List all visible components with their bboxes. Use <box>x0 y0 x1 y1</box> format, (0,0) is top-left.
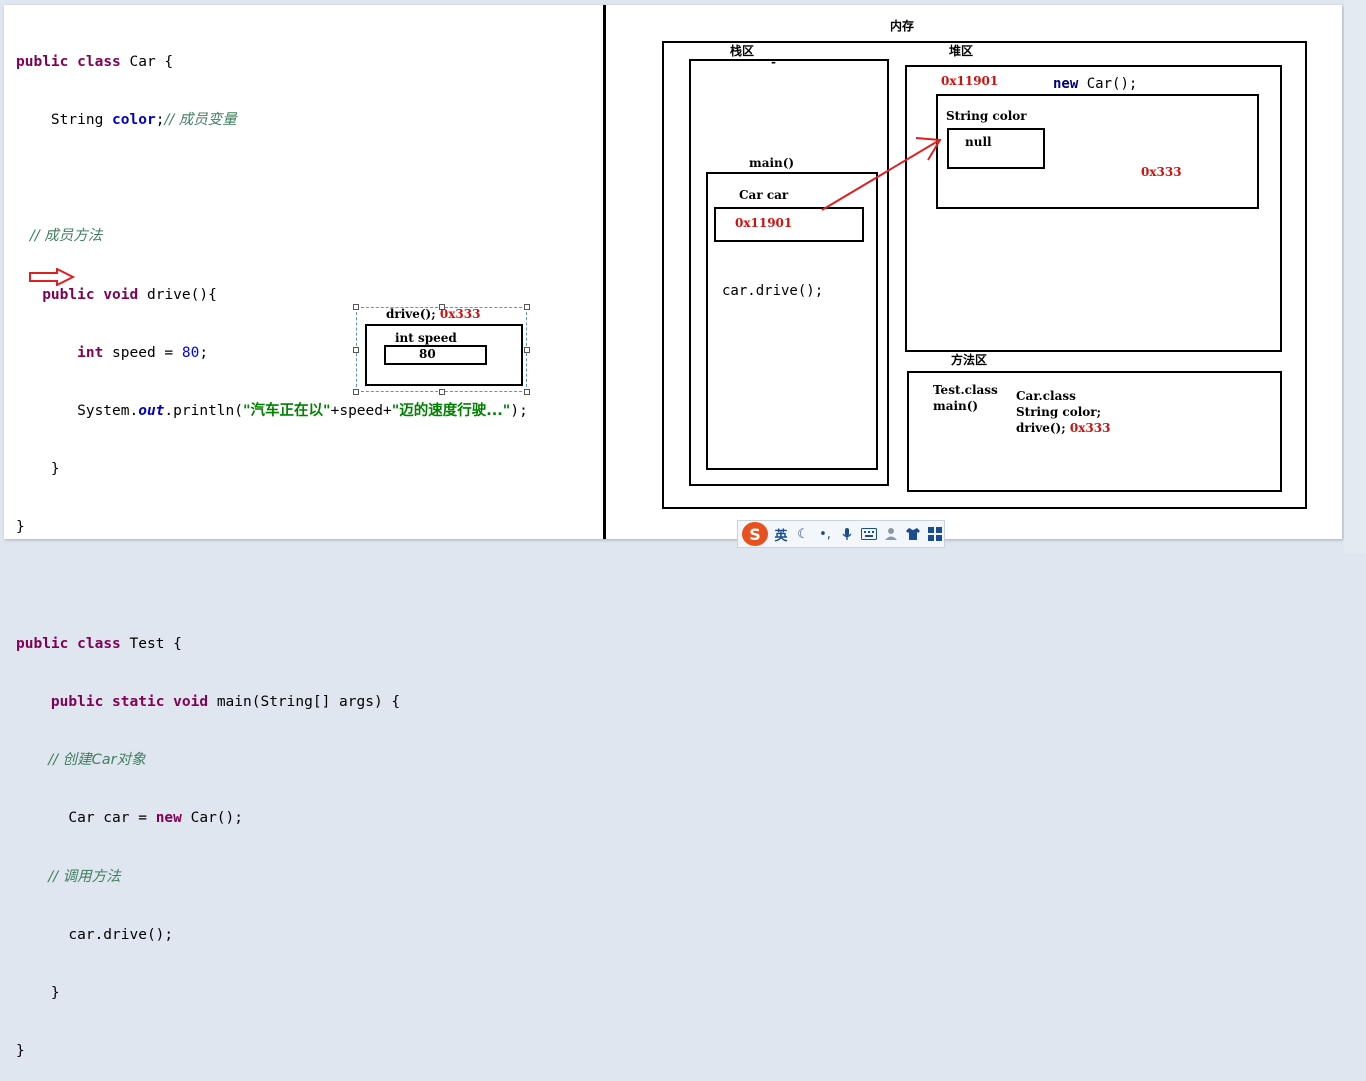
moon-icon[interactable]: ☾ <box>797 526 809 542</box>
stack-dash: - <box>771 55 776 69</box>
code-line: car.drive(); <box>16 926 174 943</box>
heap-box <box>905 65 1282 352</box>
code-line: // 创建Car对象 <box>16 752 146 769</box>
ime-language-toggle[interactable]: 英 <box>774 528 788 544</box>
code-line: public class Car { <box>16 53 174 70</box>
main-frame-box <box>706 172 878 470</box>
window-edge <box>1344 0 1366 553</box>
car-class-label: Car.class <box>1016 389 1076 403</box>
color-value: null <box>965 135 992 149</box>
code-line: // 成员方法 <box>16 228 103 245</box>
heap-new-car: new Car(); <box>1053 76 1138 92</box>
stack-title: 栈区 <box>730 44 755 58</box>
selection-handle[interactable] <box>353 389 359 395</box>
heap-method-address: 0x333 <box>1141 165 1182 179</box>
code-line: } <box>16 461 60 478</box>
test-main-label: main() <box>933 399 979 413</box>
speed-value-box <box>384 345 487 365</box>
selection-handle[interactable] <box>439 389 445 395</box>
code-listing: public class Car { String color;// 成员变量 … <box>16 14 528 1081</box>
selection-handle[interactable] <box>353 347 359 353</box>
drive-frame-box <box>365 324 523 386</box>
user-icon[interactable] <box>882 525 900 543</box>
stack-drive-call: car.drive(); <box>722 283 824 299</box>
apps-grid-icon[interactable] <box>926 525 944 543</box>
selection-handle[interactable] <box>524 347 530 353</box>
code-line: public class Test { <box>16 635 182 652</box>
selection-handle[interactable] <box>524 389 530 395</box>
main-frame-label: main() <box>749 156 795 170</box>
drive-frame-label: drive(); 0x333 <box>386 307 481 321</box>
code-line <box>16 169 528 188</box>
method-area-title: 方法区 <box>951 353 988 367</box>
memory-title: 内存 <box>890 19 915 33</box>
car-var-label: Car car <box>739 188 789 202</box>
code-line: public static void main(String[] args) { <box>50 694 401 711</box>
speed-value: 80 <box>419 347 436 361</box>
reference-arrow-icon <box>821 137 942 211</box>
heap-object-address: 0x11901 <box>941 74 999 88</box>
code-line <box>16 577 528 596</box>
hollow-arrow-icon <box>29 268 75 286</box>
drive-frame-address: 0x333 <box>439 307 481 321</box>
keyboard-icon[interactable] <box>860 525 878 543</box>
microphone-icon[interactable] <box>838 525 856 543</box>
selection-handle[interactable] <box>353 304 359 310</box>
punctuation-icon[interactable]: •, <box>819 526 831 542</box>
code-line: } <box>16 1043 25 1060</box>
code-line: int speed = 80; <box>77 344 209 361</box>
color-value-box <box>947 128 1045 169</box>
code-line: Car car = new Car(); <box>16 810 243 827</box>
car-var-box <box>714 207 864 242</box>
test-class-label: Test.class <box>933 383 998 397</box>
code-line: String color;// 成员变量 <box>16 112 237 129</box>
memory-box <box>662 41 1307 509</box>
method-area-box <box>907 371 1282 492</box>
selection-handle[interactable] <box>439 304 445 310</box>
car-class-field: String color; <box>1016 405 1102 419</box>
skin-shirt-icon[interactable] <box>904 525 922 543</box>
ime-toolbar[interactable]: S 英 ☾ •, <box>737 520 945 548</box>
code-line: } <box>16 985 60 1002</box>
car-class-drive: drive(); 0x333 <box>1016 421 1111 435</box>
speed-label: int speed <box>395 331 457 345</box>
heap-title: 堆区 <box>949 44 974 58</box>
vertical-divider <box>603 5 606 539</box>
code-line: // 调用方法 <box>16 868 121 885</box>
car-var-value: 0x11901 <box>735 216 793 230</box>
color-field-label: String color <box>946 109 1027 123</box>
car-object-box <box>936 94 1259 209</box>
selection-handle[interactable] <box>524 304 530 310</box>
code-line: System.out.println("汽车正在以"+speed+"迈的速度行驶… <box>16 403 528 420</box>
code-line: } <box>16 519 25 536</box>
code-line: public void drive(){ <box>42 286 217 303</box>
stack-box <box>689 59 889 486</box>
sogou-logo-icon[interactable]: S <box>742 522 768 546</box>
